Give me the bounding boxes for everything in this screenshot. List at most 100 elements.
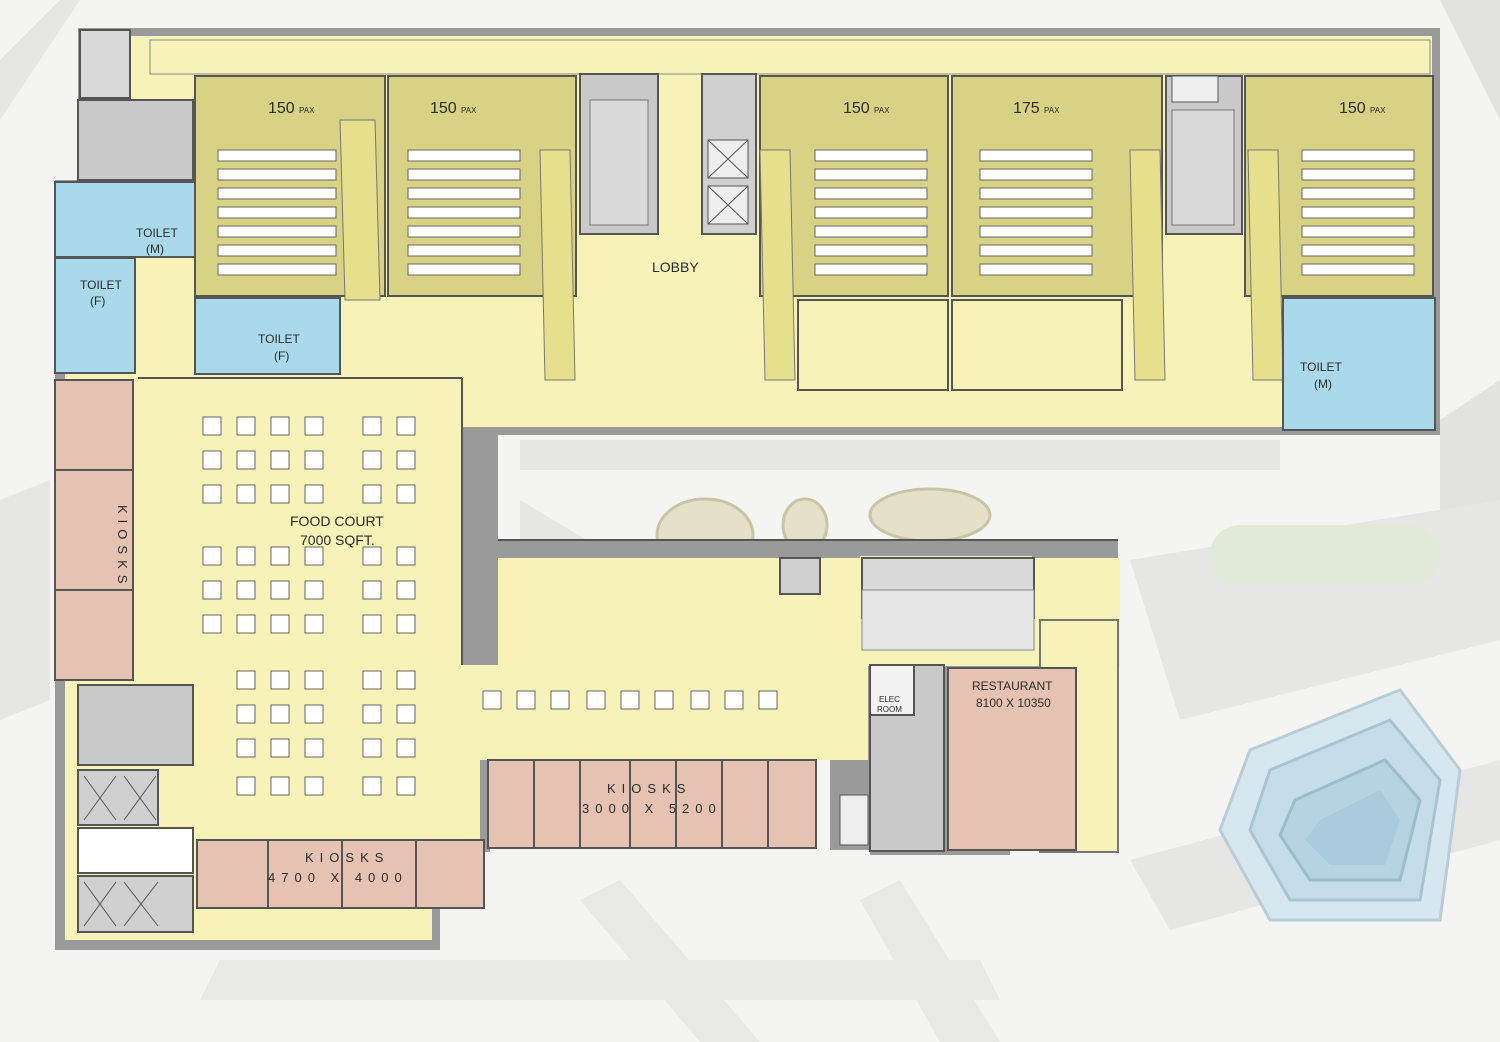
dining-table	[362, 670, 382, 690]
theatre-4-unit: PAX	[1044, 106, 1060, 115]
dining-table	[396, 580, 416, 600]
seat-row	[217, 225, 337, 238]
dining-table	[270, 704, 290, 724]
theatre-1	[194, 75, 386, 301]
toilet-f-center: TOILET (F)	[194, 297, 341, 375]
dining-table	[236, 704, 256, 724]
theatre-1-unit: PAX	[299, 106, 315, 115]
theatre-2	[387, 75, 577, 381]
dining-table	[362, 580, 382, 600]
seat-row	[814, 225, 928, 238]
stair-core-left	[77, 29, 194, 181]
dining-table	[362, 484, 382, 504]
theatre-5	[1244, 75, 1434, 381]
dining-table	[396, 738, 416, 758]
lobby-label: LOBBY	[652, 259, 699, 275]
kiosks-center-size: 3000 X 5200	[582, 801, 722, 816]
service-core-right: ELEC ROOM	[779, 557, 1035, 852]
theatre-2-unit: PAX	[461, 106, 477, 115]
dining-table	[202, 416, 222, 436]
seat-row	[407, 244, 521, 257]
dining-table	[304, 580, 324, 600]
dining-table	[202, 546, 222, 566]
dining-table	[304, 704, 324, 724]
dining-table	[690, 690, 710, 710]
seat-row	[407, 149, 521, 162]
theatre-4	[951, 75, 1166, 381]
dining-table	[270, 484, 290, 504]
food-court-title: FOOD COURT	[290, 513, 384, 529]
dining-table	[396, 484, 416, 504]
seat-rows	[217, 149, 1415, 276]
elec-room-1: ELEC	[879, 695, 900, 704]
dining-table	[362, 738, 382, 758]
dining-table	[236, 450, 256, 470]
toilet-f-left-label: TOILET	[80, 278, 122, 292]
dining-table	[396, 704, 416, 724]
seat-row	[1301, 225, 1415, 238]
dining-table	[304, 450, 324, 470]
dining-table	[304, 670, 324, 690]
kiosks-left: KIOSKS	[54, 379, 134, 681]
toilet-m-right-label: TOILET	[1300, 360, 1342, 374]
dining-table	[270, 450, 290, 470]
core-lower-left	[77, 684, 194, 933]
seat-row	[407, 187, 521, 200]
toilet-f-center-sub: (F)	[274, 349, 289, 363]
dining-table	[724, 690, 744, 710]
seat-row	[814, 244, 928, 257]
kiosks-center-label: KIOSKS	[607, 781, 691, 796]
dining-table	[236, 546, 256, 566]
dining-table	[270, 614, 290, 634]
theatre-5-unit: PAX	[1370, 106, 1386, 115]
theatre-3	[759, 75, 949, 381]
lobby-core: LOBBY	[579, 73, 757, 275]
dining-table	[236, 416, 256, 436]
theatre-3-count: 150	[843, 100, 870, 117]
seat-row	[814, 263, 928, 276]
dining-table	[202, 580, 222, 600]
dining-table	[236, 670, 256, 690]
dining-table	[654, 690, 674, 710]
dining-table	[304, 546, 324, 566]
food-court-area: 7000 SQFT.	[300, 532, 375, 548]
restaurant-size: 8100 X 10350	[976, 696, 1051, 710]
seat-row	[217, 168, 337, 181]
dining-table	[396, 614, 416, 634]
dining-table	[362, 450, 382, 470]
toilet-f-left: TOILET (F)	[54, 257, 136, 374]
dining-table	[304, 738, 324, 758]
seat-row	[1301, 149, 1415, 162]
dining-table	[202, 484, 222, 504]
dining-table	[202, 614, 222, 634]
toilet-m-right-sub: (M)	[1314, 377, 1332, 391]
kiosks-center: KIOSKS 3000 X 5200	[487, 759, 817, 849]
toilet-m-sub: (M)	[146, 242, 164, 256]
dining-table	[396, 416, 416, 436]
seat-row	[979, 168, 1093, 181]
dining-table	[362, 416, 382, 436]
toilet-m-right: TOILET (M)	[1282, 297, 1436, 431]
dining-table	[304, 776, 324, 796]
seat-row	[407, 263, 521, 276]
seat-row	[979, 206, 1093, 219]
seat-row	[1301, 187, 1415, 200]
seat-row	[217, 187, 337, 200]
dining-table	[236, 484, 256, 504]
seat-row	[217, 244, 337, 257]
dining-table	[482, 690, 502, 710]
dining-table	[550, 690, 570, 710]
dining-table	[270, 776, 290, 796]
elec-room-2: ROOM	[877, 705, 902, 714]
pond	[1218, 688, 1462, 922]
dining-table	[396, 450, 416, 470]
dining-table	[270, 670, 290, 690]
restaurant: RESTAURANT 8100 X 10350	[947, 667, 1077, 851]
dining-table	[270, 738, 290, 758]
kiosks-left-label: KIOSKS	[115, 505, 130, 589]
seat-row	[407, 225, 521, 238]
toilet-m-label: TOILET	[136, 226, 178, 240]
dining-table	[304, 484, 324, 504]
seat-row	[814, 149, 928, 162]
